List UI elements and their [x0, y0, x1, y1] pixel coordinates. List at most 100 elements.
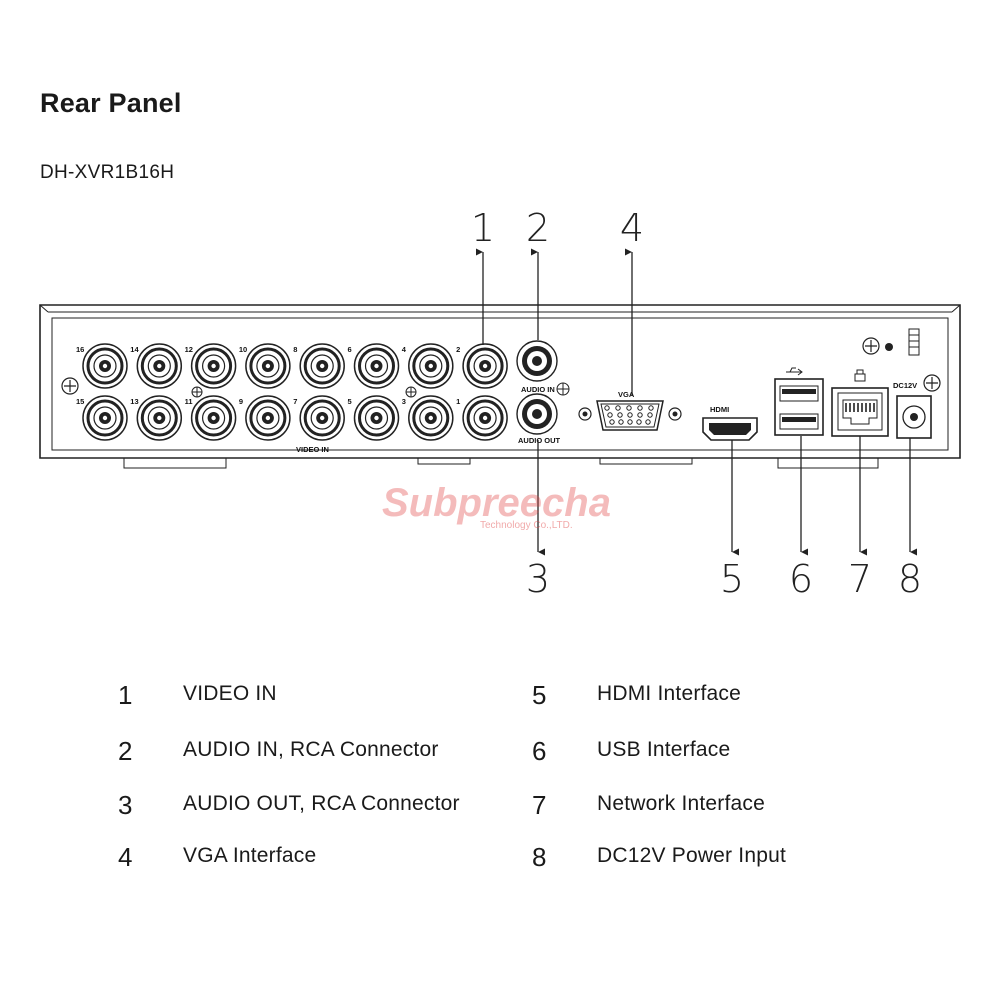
vga-pin: [617, 412, 623, 418]
ground-icon: [405, 386, 417, 398]
bnc-channel-label: 11: [185, 397, 193, 406]
bnc-channel-label: 10: [239, 345, 247, 354]
legend-number: 6: [532, 736, 547, 766]
screw-icon: [61, 377, 79, 395]
ground-icon: [191, 386, 203, 398]
callout-5: 5: [720, 557, 744, 601]
callout-6: 6: [789, 557, 813, 601]
video-in-label: VIDEO IN: [296, 445, 329, 454]
vga-pin: [607, 412, 613, 418]
legend-description: VIDEO IN: [183, 682, 277, 705]
bnc-channel-label: 5: [348, 397, 352, 406]
vga-label: VGA: [618, 390, 635, 399]
watermark-text: Subpreecha: [382, 481, 611, 525]
vga-pin: [627, 412, 633, 418]
bnc-connector: [82, 343, 128, 389]
legend-description: USB Interface: [597, 738, 731, 761]
vent-icon: [908, 328, 920, 356]
vga-pin: [615, 405, 621, 411]
bnc-connector: [136, 395, 183, 441]
callout-8: 8: [898, 557, 922, 601]
bnc-channel-label: 8: [293, 345, 297, 354]
legend-number: 5: [532, 680, 547, 710]
bnc-channel-label: 16: [76, 345, 84, 354]
legend-number: 3: [118, 790, 133, 820]
bnc-connector: [299, 395, 345, 441]
legend-description: AUDIO IN, RCA Connector: [183, 738, 439, 761]
bnc-channel-label: 12: [185, 345, 193, 354]
bnc-channel-label: 1: [456, 397, 460, 406]
callout-2: 2: [526, 206, 550, 250]
bnc-channel-label: 3: [402, 397, 406, 406]
bnc-connector: [82, 395, 128, 441]
legend-number: 8: [532, 842, 547, 872]
usb-port: [774, 378, 824, 436]
callout-4: 4: [620, 206, 644, 250]
vga-pin: [637, 405, 643, 411]
network-icon: [854, 369, 866, 382]
bnc-channel-label: 2: [456, 345, 460, 354]
audio-in-rca-connector: [516, 340, 558, 382]
bnc-connector: [353, 343, 400, 389]
callout-7: 7: [848, 557, 872, 601]
bnc-connector: [462, 343, 508, 389]
legend-number: 1: [118, 680, 133, 710]
legend-description: DC12V Power Input: [597, 844, 786, 867]
callout-3: 3: [526, 557, 550, 601]
vga-pin: [626, 405, 632, 411]
page-title: Rear Panel: [40, 88, 182, 118]
vga-pin: [645, 419, 651, 425]
bnc-connector: [190, 343, 237, 389]
bnc-channel-label: 6: [348, 345, 352, 354]
screw-icon: [923, 374, 941, 392]
callout-lines: [476, 248, 917, 556]
model-number: DH-XVR1B16H: [40, 162, 175, 183]
legend-description: HDMI Interface: [597, 682, 742, 705]
chassis: [39, 304, 961, 469]
legend-description: AUDIO OUT, RCA Connector: [183, 792, 460, 815]
vga-pin: [636, 419, 642, 425]
bnc-channel-label: 14: [130, 345, 139, 354]
hdmi-port: [702, 417, 758, 441]
vga-pin: [637, 412, 643, 418]
bnc-connector: [353, 395, 400, 441]
ground-icon: [556, 382, 570, 396]
vga-pin: [627, 419, 633, 425]
hdmi-label: HDMI: [710, 405, 729, 414]
bnc-connector: [408, 395, 454, 441]
audio-in-label: AUDIO IN: [521, 385, 555, 394]
vga-pin: [648, 405, 654, 411]
bnc-connector: [136, 343, 183, 389]
bnc-connector: [245, 343, 291, 389]
bnc-connector: [408, 343, 454, 389]
vga-pin: [604, 405, 610, 411]
bnc-channel-label: 9: [239, 397, 243, 406]
bnc-channel-label: 13: [130, 397, 138, 406]
legend-number: 4: [118, 842, 133, 872]
vga-pin: [647, 412, 653, 418]
legend-description: VGA Interface: [183, 844, 317, 867]
bnc-channel-label: 7: [293, 397, 297, 406]
legend-number: 7: [532, 790, 547, 820]
vga-pin: [609, 419, 615, 425]
bnc-channel-label: 15: [76, 397, 84, 406]
vga-pin: [618, 419, 624, 425]
vga-port: [578, 400, 682, 431]
audio-out-label: AUDIO OUT: [518, 436, 561, 445]
bnc-connector: [299, 343, 345, 389]
audio-out-rca-connector: [516, 393, 558, 435]
dc-power-port: [896, 395, 932, 439]
legend-description: Network Interface: [597, 792, 765, 815]
callout-1: 1: [471, 206, 495, 250]
watermark-subtext: Technology Co.,LTD.: [480, 520, 573, 531]
ground-screw-icon: [862, 337, 893, 355]
dc-label: DC12V: [893, 381, 917, 390]
bnc-connector: [462, 395, 508, 441]
legend-number: 2: [118, 736, 133, 766]
bnc-connector: [190, 395, 237, 441]
network-port: [831, 387, 889, 437]
bnc-connector: [245, 395, 291, 441]
usb-icon: [786, 367, 803, 376]
